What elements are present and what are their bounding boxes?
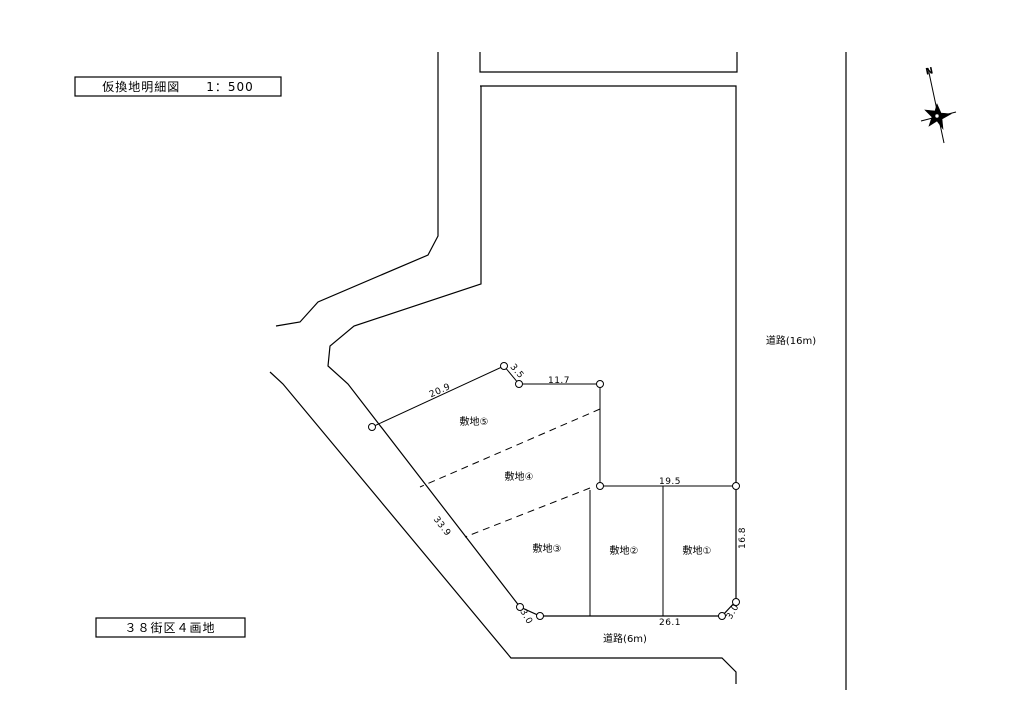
north-arrow-letter: N xyxy=(925,66,934,77)
lot-labels: 敷地⑤ 敷地④ 敷地③ 敷地② 敷地① xyxy=(460,415,712,557)
lot-label-1: 敷地① xyxy=(683,544,712,557)
lot-label-3: 敷地③ xyxy=(533,542,562,555)
lot-label-2: 敷地② xyxy=(610,544,639,557)
road-label-east: 道路(16m) xyxy=(766,334,816,347)
survey-point xyxy=(536,612,544,620)
parcel-outline xyxy=(327,85,737,617)
survey-point xyxy=(596,482,604,490)
lot-label-5: 敷地⑤ xyxy=(460,415,489,428)
survey-point xyxy=(732,482,740,490)
survey-points xyxy=(368,362,740,620)
dimension-label: 11.7 xyxy=(548,376,570,386)
road-label-south: 道路(6m) xyxy=(603,632,647,645)
survey-point xyxy=(516,603,524,611)
dimension-label: 3.0 xyxy=(517,608,534,627)
title-box: 仮換地明細図 1：500 xyxy=(74,76,282,97)
block-label: ３８街区４画地 xyxy=(124,621,215,635)
dimension-label: 3.5 xyxy=(508,362,526,381)
survey-point xyxy=(500,362,508,370)
street-lines xyxy=(269,52,847,690)
survey-point xyxy=(515,380,523,388)
north-arrow-icon: N xyxy=(920,66,957,144)
survey-point xyxy=(368,423,376,431)
lot-boundaries xyxy=(371,365,736,616)
dimension-label: 20.9 xyxy=(428,382,452,400)
dimension-label: 33.9 xyxy=(431,515,452,539)
survey-point xyxy=(718,612,726,620)
dimension-label: 16.8 xyxy=(738,527,748,549)
dimension-label: 19.5 xyxy=(659,477,681,487)
block-label-box: ３８街区４画地 xyxy=(95,617,246,638)
dimension-labels: 20.9 3.5 11.7 19.5 16.8 33.9 26.1 3.0 3.… xyxy=(428,362,748,628)
page-title: 仮換地明細図 1：500 xyxy=(102,80,254,94)
dimension-label: 26.1 xyxy=(659,618,681,628)
survey-point xyxy=(596,380,604,388)
survey-point xyxy=(732,598,740,606)
lot-label-4: 敷地④ xyxy=(505,470,534,483)
dimension-label: 3.0 xyxy=(725,603,742,622)
